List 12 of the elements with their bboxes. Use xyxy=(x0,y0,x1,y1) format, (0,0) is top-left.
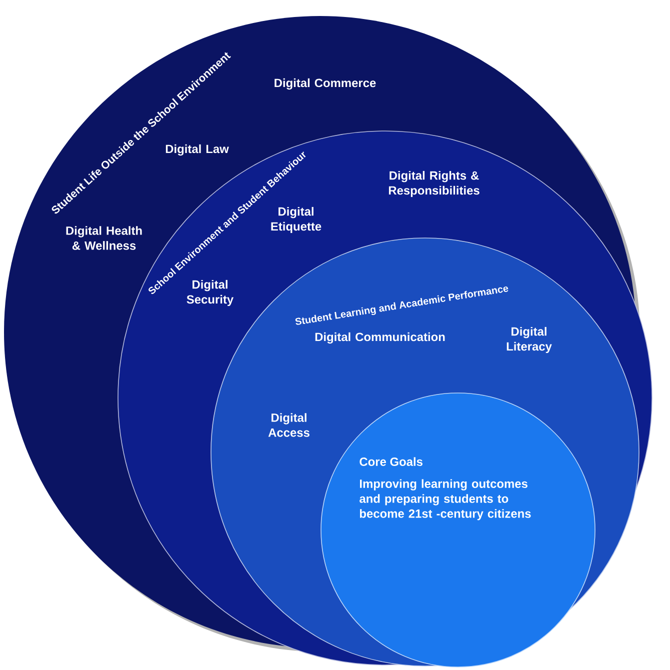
topic-label: Digital Literacy xyxy=(506,326,552,354)
topic-label: Digital Communication xyxy=(315,332,445,344)
topic-label: Digital Rights & Responsibilities xyxy=(388,170,480,198)
topic-label: Digital Access xyxy=(268,413,310,437)
topic-label: Digital Law xyxy=(166,144,229,156)
topic-label: Digital Commerce xyxy=(274,78,376,90)
region-heading: Student Learning and Academic Performance xyxy=(295,286,508,325)
goal-text: Improving learning outcomes and preparing students to become 21st -century citizens xyxy=(360,479,531,520)
topic-label: Digital Health & Wellness xyxy=(66,226,142,250)
topic-label: Digital Security xyxy=(186,280,234,306)
goal-heading: Core Goals xyxy=(360,457,422,466)
topic-label: Digital Etiquette xyxy=(271,206,322,234)
